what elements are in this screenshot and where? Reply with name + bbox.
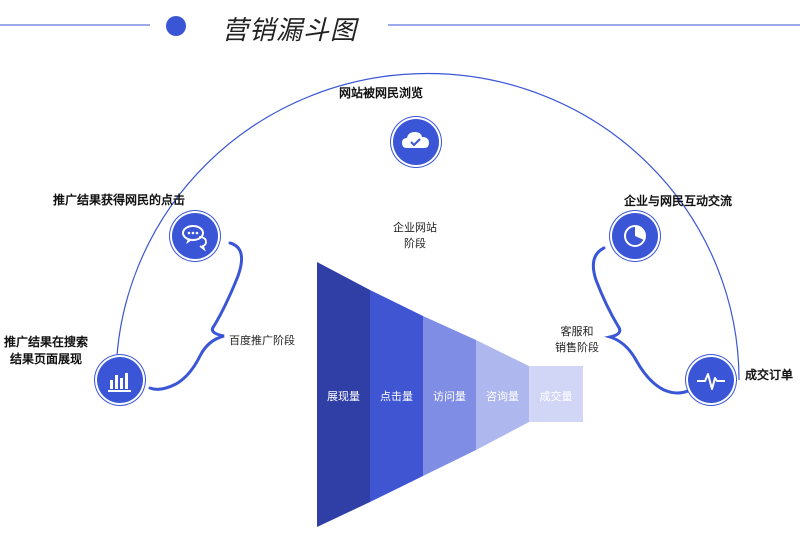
search-label-line1: 推广结果在搜索 [4, 335, 89, 349]
service-stage-note-line1: 客服和 [560, 326, 594, 338]
funnel-segment-1 [317, 262, 370, 527]
chat-bubbles-icon [182, 225, 207, 252]
service-stage-note-line2: 销售阶段 [555, 342, 599, 354]
click-node [172, 213, 218, 259]
funnel-label-deals: 成交量 [539, 391, 573, 403]
header-dot [166, 16, 186, 36]
promo-stage-note: 百度推广阶段 [229, 335, 295, 347]
browse-label: 网站被网民浏览 [339, 86, 424, 100]
heartbeat-icon [697, 373, 725, 390]
page-title: 营销漏斗图 [222, 15, 358, 45]
click-label: 推广结果获得网民的点击 [53, 193, 186, 207]
search-label-line2: 结果页面展现 [10, 352, 83, 366]
funnel-segment-4 [476, 340, 529, 450]
search-node [97, 357, 143, 403]
funnel-segment-2 [370, 290, 423, 502]
interact-node [612, 213, 658, 259]
site-stage-note-line1: 企业网站 [393, 222, 437, 234]
funnel-label-visits: 访问量 [433, 391, 466, 403]
site-stage-note-line2: 阶段 [404, 238, 426, 250]
service-brace [591, 246, 692, 395]
order-node [688, 357, 734, 403]
funnel-segment-3 [423, 316, 476, 476]
pie-chart-icon [624, 225, 646, 247]
promo-brace [148, 241, 244, 391]
order-label: 成交订单 [745, 368, 794, 382]
browse-node [393, 119, 439, 165]
stage-arc [115, 73, 740, 381]
funnel-label-inquiries: 咨询量 [486, 391, 519, 403]
interact-label: 企业与网民互动交流 [624, 194, 733, 208]
funnel-label-clicks: 点击量 [380, 391, 413, 403]
cloud-check-icon [402, 132, 429, 148]
funnel-label-impressions: 展现量 [327, 391, 360, 403]
funnel-segment-5 [529, 366, 583, 422]
bar-chart-icon [108, 373, 131, 392]
